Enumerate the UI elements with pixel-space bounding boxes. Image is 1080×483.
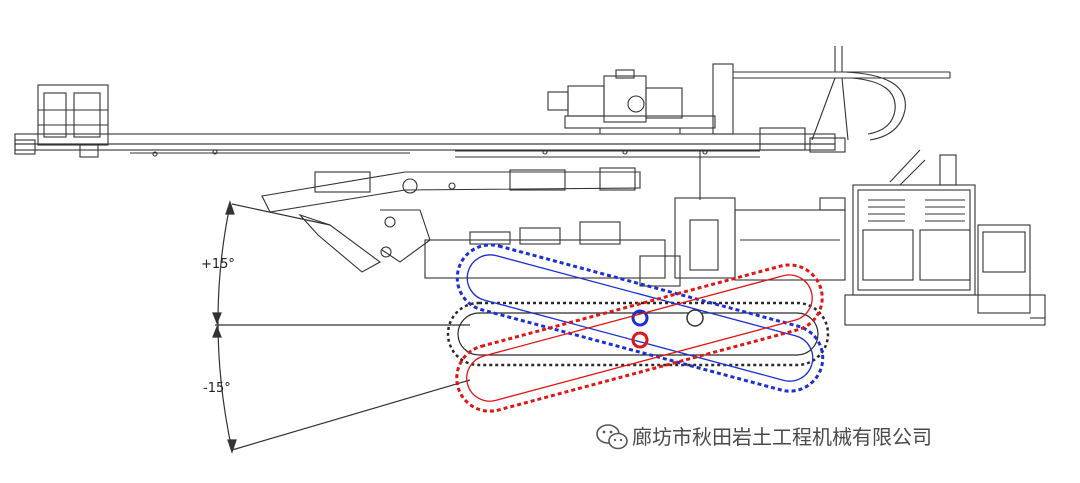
wechat-icon: [596, 424, 628, 450]
cabin-body: [852, 184, 976, 296]
chassis: [424, 197, 846, 287]
track-pivot-hub: [686, 309, 704, 327]
ray-up: [231, 203, 331, 226]
cabin-side-box: [977, 224, 1031, 314]
mast-beam: [14, 133, 836, 145]
tilt-angle-annotation: [212, 200, 471, 454]
angle-label-up: +15°: [201, 257, 235, 272]
cabin-panel-left: [862, 229, 914, 281]
angle-label-down: -15°: [203, 381, 231, 396]
track-tilted-down: [455, 263, 824, 413]
cabin-panel-right: [919, 229, 971, 281]
mast-head: [37, 84, 109, 146]
watermark: 廊坊市秋田岩土工程机械有限公司: [596, 424, 932, 450]
rotary-head: [547, 69, 716, 134]
mast: [14, 84, 836, 158]
arrow-mid-up: [212, 312, 222, 325]
cylinder-2: [509, 169, 566, 191]
arrow-top: [225, 200, 235, 215]
angle-arc: [217, 204, 233, 451]
hose-guide-frame: [712, 46, 951, 153]
ray-down: [231, 379, 471, 451]
arrow-bottom: [227, 439, 237, 454]
operator-cabin: [844, 149, 1046, 326]
watermark-text: 廊坊市秋田岩土工程机械有限公司: [632, 425, 932, 449]
cylinder-1: [314, 171, 371, 193]
boom-main: [261, 171, 641, 213]
boom-arm: [261, 150, 701, 273]
arrow-mid-down: [212, 325, 222, 338]
